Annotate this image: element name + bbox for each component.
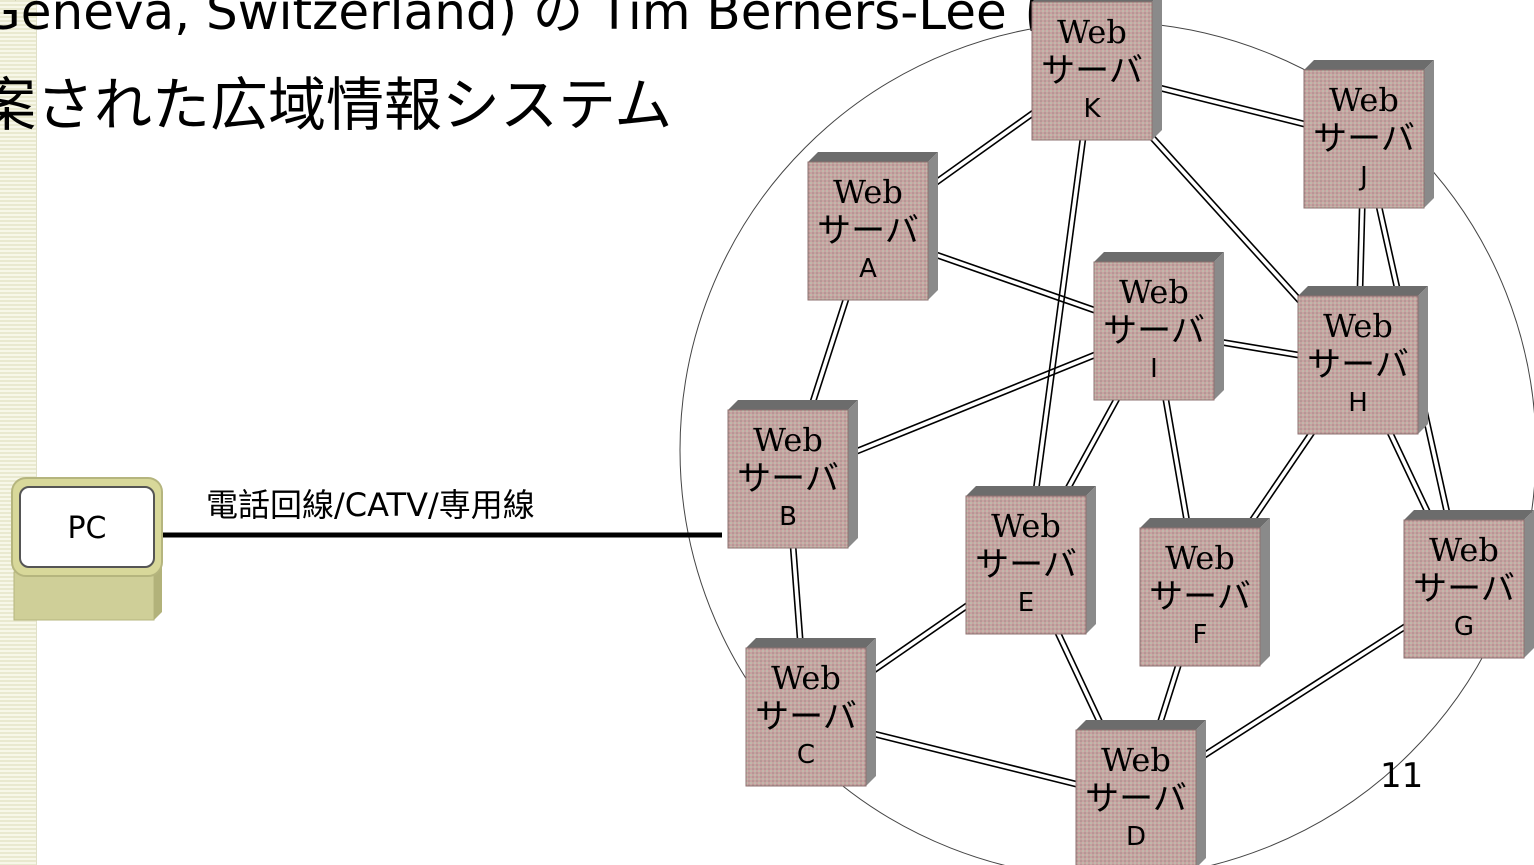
server-boxes xyxy=(727,0,1534,865)
link-E-K xyxy=(1027,71,1096,566)
server-type-text: サーバ xyxy=(975,545,1077,585)
server-type-text: サーバ xyxy=(1313,119,1415,159)
server-id: D xyxy=(1125,822,1147,852)
server-web-text: Web xyxy=(991,507,1061,545)
server-web-text: Web xyxy=(1323,307,1393,345)
server-type-text: サーバ xyxy=(1085,779,1187,819)
server-B xyxy=(727,400,858,549)
page-number: 11 xyxy=(1380,756,1424,796)
server-id: E xyxy=(1017,588,1035,618)
server-type-text: サーバ xyxy=(755,697,857,737)
connection-type-label: 電話回線/CATV/専用線 xyxy=(206,486,535,524)
server-web-text: Web xyxy=(1165,539,1235,577)
slide-title-line-1: Geneva, Switzerland) の Tim Berners-Lee に xyxy=(0,0,1073,41)
server-web-text: Web xyxy=(1329,81,1399,119)
slide-title-line-2: 案された広域情報システム xyxy=(0,71,673,139)
server-D xyxy=(1075,720,1206,865)
server-id: C xyxy=(796,740,816,770)
server-C xyxy=(745,638,876,787)
server-type-text: サーバ xyxy=(1041,51,1143,91)
server-id: I xyxy=(1150,354,1158,384)
server-web-text: Web xyxy=(1101,741,1171,779)
server-type-text: サーバ xyxy=(1149,577,1251,617)
server-type-text: サーバ xyxy=(1103,311,1205,351)
link-E-K xyxy=(1022,70,1091,565)
server-web-text: Web xyxy=(1119,273,1189,311)
server-F xyxy=(1139,518,1270,667)
server-id: J xyxy=(1360,162,1368,192)
server-type-text: サーバ xyxy=(1413,569,1515,609)
server-web-text: Web xyxy=(753,421,823,459)
server-id: G xyxy=(1453,612,1475,642)
server-id: B xyxy=(779,502,797,532)
server-J xyxy=(1303,60,1434,209)
server-A xyxy=(807,152,938,301)
server-web-text: Web xyxy=(1057,13,1127,51)
server-type-text: サーバ xyxy=(1307,345,1409,385)
server-id: A xyxy=(859,254,877,284)
server-id: K xyxy=(1083,94,1101,124)
server-E xyxy=(965,486,1096,635)
server-K xyxy=(1031,0,1162,141)
server-type-text: サーバ xyxy=(817,211,919,251)
server-web-text: Web xyxy=(833,173,903,211)
pc-icon xyxy=(11,477,163,621)
server-type-text: サーバ xyxy=(737,459,839,499)
server-G xyxy=(1403,510,1534,659)
server-web-text: Web xyxy=(1429,531,1499,569)
server-id: F xyxy=(1192,620,1208,650)
server-web-text: Web xyxy=(771,659,841,697)
server-H xyxy=(1297,286,1428,435)
server-I xyxy=(1093,252,1224,401)
pc-label: PC xyxy=(67,511,107,546)
left-decorative-stripe xyxy=(0,0,37,865)
server-id: H xyxy=(1348,388,1368,418)
